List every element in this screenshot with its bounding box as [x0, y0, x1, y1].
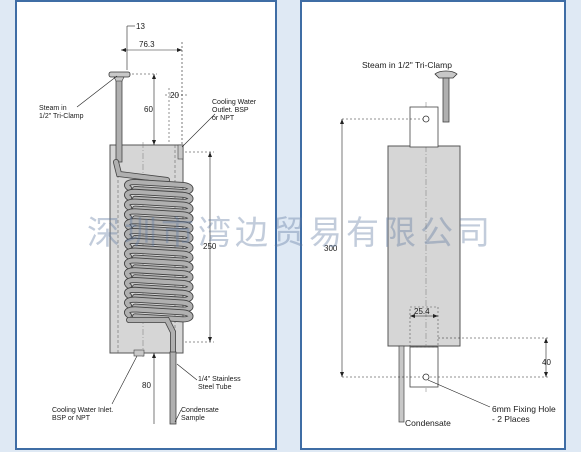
- right-diagram-panel: 300 25.4 40 Steam in 1/2" Tri-Clamp 6mm …: [300, 0, 566, 450]
- dim-20-label: 20: [170, 91, 179, 100]
- coil-loop: [124, 199, 193, 214]
- right-condensate-tube: [398, 345, 405, 423]
- coil-loop: [124, 268, 193, 283]
- dim-60-arrow-bottom: [152, 140, 156, 145]
- coil-loop: [124, 277, 193, 293]
- cooling-outlet-label-line2: Outlet. BSP: [212, 107, 249, 114]
- dim-40-arrow-bottom: [544, 372, 548, 377]
- right-condensate-label: Condensate: [405, 418, 451, 428]
- leader-condensate: [174, 409, 182, 423]
- right-tri-clamp-fitting: [434, 70, 458, 79]
- coil-entry-bend: [113, 159, 170, 183]
- top-fixing-hole: [422, 115, 430, 123]
- coil-loop: [124, 228, 193, 244]
- dim-300-label: 300: [324, 244, 338, 253]
- right-steam-inlet-label: Steam in 1/2" Tri-Clamp: [362, 60, 452, 70]
- steam-inlet-label-line1: Steam in: [39, 105, 67, 112]
- cooling-outlet-label-line1: Cooling Water: [212, 99, 257, 106]
- leader-cooling-outlet: [181, 113, 216, 148]
- cooling-water-inlet-port: [133, 349, 145, 357]
- dim-13-label: 13: [136, 22, 145, 31]
- leader-cooling-inlet: [111, 355, 138, 405]
- dim-60-arrow-top: [152, 74, 156, 79]
- dim-40-arrow-top: [544, 338, 548, 343]
- dim-25-arrow-right: [433, 314, 438, 318]
- fixing-hole-label-line2: - 2 Places: [492, 414, 530, 424]
- cooling-outlet-label-line3: or NPT: [212, 115, 235, 122]
- coil-loop: [124, 258, 193, 273]
- tri-clamp-fitting: [108, 71, 131, 78]
- dim-300-arrow-top: [340, 119, 344, 124]
- dim-80-label: 80: [142, 381, 151, 390]
- dim-76-label: 76.3: [139, 40, 155, 49]
- fixing-hole-label-line1: 6mm Fixing Hole: [492, 404, 556, 414]
- coil-loop: [124, 219, 193, 234]
- dim-40-label: 40: [542, 358, 551, 367]
- leader-fixing-hole: [427, 379, 491, 408]
- coil-loop: [124, 287, 193, 302]
- condensate-label-line1: Condensate: [181, 407, 219, 414]
- dim-250-label: 250: [203, 242, 217, 251]
- bottom-mounting-bracket: [409, 346, 439, 388]
- dim-76-arrow-left: [121, 48, 126, 52]
- cooling-inlet-label-line2: BSP or NPT: [52, 415, 91, 422]
- cooling-inlet-label-line1: Cooling Water Inlet.: [52, 407, 113, 414]
- coil-loop: [124, 297, 193, 312]
- leader-steam-inlet: [76, 75, 118, 108]
- dim-300-arrow-bottom: [340, 372, 344, 377]
- right-cooler-body: [387, 145, 461, 347]
- dim-25-arrow-left: [410, 314, 415, 318]
- cooling-water-outlet-port: [177, 144, 184, 160]
- dim-25-label: 25.4: [414, 307, 430, 316]
- dim-250-arrow-top: [208, 152, 212, 157]
- condensate-outlet-tube: [169, 351, 177, 425]
- dim-76-arrow-right: [177, 48, 182, 52]
- coil-exit-bend: [126, 317, 176, 357]
- condensate-label-line2: Sample: [181, 415, 205, 422]
- right-steam-inlet-tube: [442, 77, 450, 123]
- leader-steel-tube: [176, 363, 198, 381]
- dim-80-arrow-top: [152, 353, 156, 358]
- steam-inlet-tube: [115, 77, 123, 163]
- tri-clamp-neck: [113, 76, 125, 82]
- left-diagram-drawing: 13 76.3 60 20 250 80 Ste: [39, 22, 257, 425]
- coil-loop: [124, 189, 193, 204]
- bottom-fixing-hole: [422, 373, 430, 381]
- coil-loop: [124, 209, 193, 224]
- steel-tube-label-line2: Steel Tube: [198, 384, 232, 391]
- cooling-coil: [124, 178, 194, 323]
- steam-inlet-label-line2: 1/2" Tri-Clamp: [39, 113, 84, 120]
- bracket-hidden-outline: [409, 306, 439, 348]
- dim-60-label: 60: [144, 105, 153, 114]
- coil-loop: [124, 307, 193, 322]
- left-diagram-panel: 13 76.3 60 20 250 80 Ste: [15, 0, 277, 450]
- coil-loop: [124, 248, 193, 263]
- steel-tube-label-line1: 1/4" Stainless: [198, 376, 241, 383]
- dim-250-arrow-bottom: [208, 337, 212, 342]
- coil-loop: [124, 238, 193, 253]
- top-mounting-bracket: [409, 106, 439, 148]
- coil-loop: [124, 179, 193, 195]
- right-diagram-drawing: 300 25.4 40 Steam in 1/2" Tri-Clamp 6mm …: [324, 60, 556, 428]
